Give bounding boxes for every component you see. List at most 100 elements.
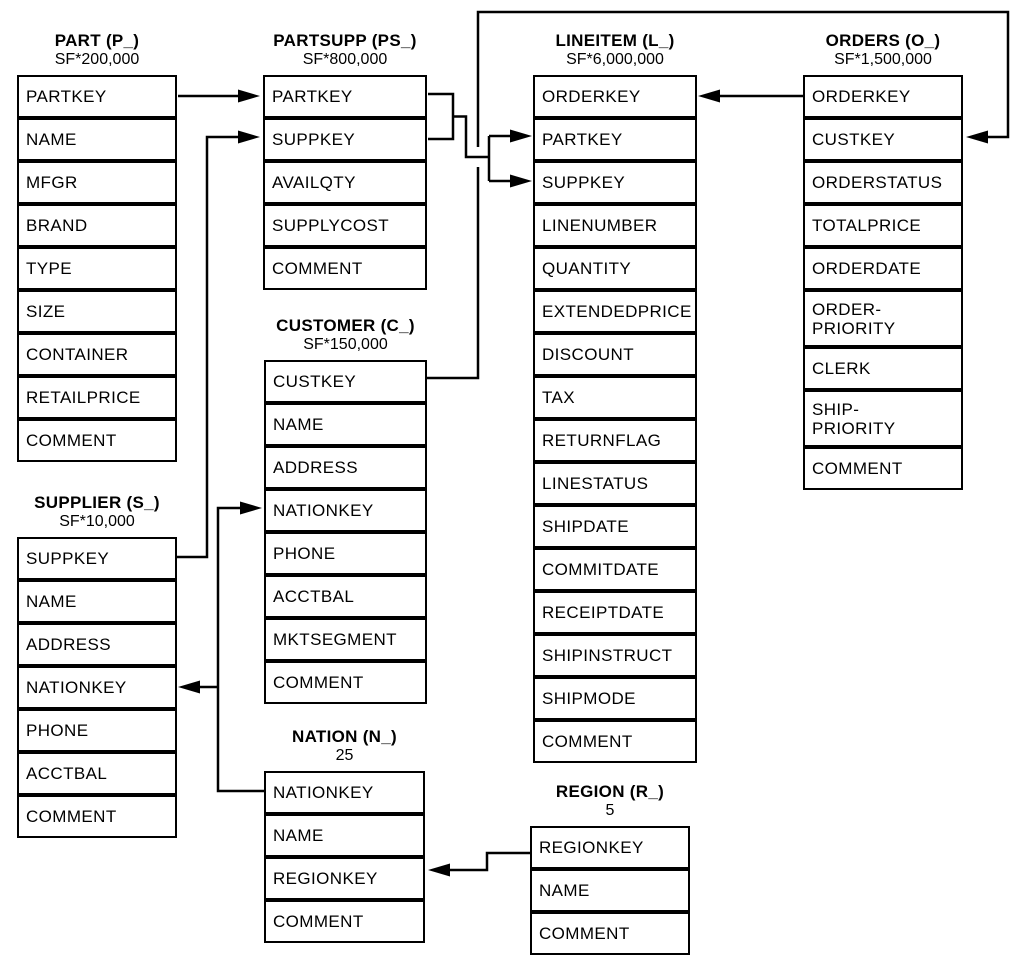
table-row: SHIPMODE <box>533 677 697 720</box>
connector-supplier-partsupp <box>177 130 260 559</box>
table-row: SUPPKEY <box>17 537 177 580</box>
column-label: ORDER- PRIORITY <box>812 299 896 338</box>
column-label: ADDRESS <box>273 458 358 477</box>
column-label: NATIONKEY <box>273 501 374 520</box>
arrowhead-icon <box>240 501 262 515</box>
column-label: COMMENT <box>273 673 364 692</box>
column-label: MFGR <box>26 173 78 192</box>
table-row: COMMENT <box>533 720 697 763</box>
column-label: COMMENT <box>26 431 117 450</box>
connector-part-partsupp <box>178 89 260 103</box>
column-label: PHONE <box>273 544 336 563</box>
table-row: ORDERDATE <box>803 247 963 290</box>
table-cardinality: 5 <box>605 802 615 819</box>
table-row: CONTAINER <box>17 333 177 376</box>
column-label: SUPPKEY <box>542 173 626 192</box>
column-label: PHONE <box>26 721 89 740</box>
arrowhead-icon <box>238 130 260 144</box>
table-row: LINESTATUS <box>533 462 697 505</box>
column-label: SUPPLYCOST <box>272 216 390 235</box>
table-row: COMMENT <box>803 447 963 490</box>
table-row: COMMENT <box>264 900 425 943</box>
column-label: SHIPINSTRUCT <box>542 646 673 665</box>
column-label: NAME <box>26 130 77 149</box>
column-label: ORDERKEY <box>812 87 911 106</box>
table-row: NATIONKEY <box>17 666 177 709</box>
table-cardinality: SF*10,000 <box>59 513 135 530</box>
table-row: COMMENT <box>17 795 177 838</box>
column-label: COMMENT <box>542 732 633 751</box>
column-label: PARTKEY <box>26 87 107 106</box>
connector-nation-supplier-customer <box>178 501 264 793</box>
arrowhead-icon <box>428 863 450 877</box>
column-label: REGIONKEY <box>539 838 644 857</box>
table-row: BRAND <box>17 204 177 247</box>
arrowhead-icon <box>966 130 988 144</box>
column-label: SHIP- PRIORITY <box>812 399 896 438</box>
table-row: CUSTKEY <box>264 360 427 403</box>
column-label: COMMENT <box>812 459 903 478</box>
connector-region-nation <box>428 851 530 877</box>
column-label: ACCTBAL <box>26 764 108 783</box>
connector-orders-lineitem <box>698 89 803 103</box>
column-label: CLERK <box>812 359 871 378</box>
column-label: NATIONKEY <box>26 678 127 697</box>
table-customer: CUSTOMER (C_) SF*150,000 CUSTKEY NAME ADDR… <box>264 316 427 704</box>
table-row: NAME <box>530 869 690 912</box>
connector-partsupp-lineitem <box>428 92 532 188</box>
table-row: ACCTBAL <box>264 575 427 618</box>
arrowhead-icon <box>698 89 720 103</box>
table-row: COMMITDATE <box>533 548 697 591</box>
table-row: ORDERKEY <box>533 75 697 118</box>
table-row: QUANTITY <box>533 247 697 290</box>
column-label: TOTALPRICE <box>812 216 922 235</box>
table-title: CUSTOMER (C_) <box>276 316 415 335</box>
table-row: COMMENT <box>17 419 177 462</box>
table-row: PARTKEY <box>263 75 427 118</box>
column-label: SIZE <box>26 302 66 321</box>
column-label: COMMENT <box>272 259 363 278</box>
column-label: SHIPMODE <box>542 689 636 708</box>
column-label: PARTKEY <box>542 130 623 149</box>
table-row: PARTKEY <box>533 118 697 161</box>
column-label: NAME <box>26 592 77 611</box>
table-title: PARTSUPP (PS_) <box>273 31 417 50</box>
column-label: ADDRESS <box>26 635 111 654</box>
column-label: ACCTBAL <box>273 587 355 606</box>
column-label: NAME <box>539 881 590 900</box>
table-title: REGION (R_) <box>555 782 665 801</box>
table-row: MKTSEGMENT <box>264 618 427 661</box>
column-label: NAME <box>273 415 324 434</box>
table-row: NAME <box>17 580 177 623</box>
table-row: PHONE <box>264 532 427 575</box>
column-label: REGIONKEY <box>273 869 378 888</box>
table-row: ADDRESS <box>17 623 177 666</box>
arrowhead-icon <box>178 680 200 694</box>
table-cardinality: SF*1,500,000 <box>834 51 932 68</box>
table-row: PARTKEY <box>17 75 177 118</box>
table-cardinality: SF*150,000 <box>303 336 388 353</box>
table-row: COMMENT <box>264 661 427 704</box>
table-row: SHIPDATE <box>533 505 697 548</box>
table-row: ORDERKEY <box>803 75 963 118</box>
table-rows: CUSTKEY NAME ADDRESS NATIONKEY PHONE ACCTBAL M… <box>264 360 427 704</box>
table-row: NAME <box>264 403 427 446</box>
table-rows: SUPPKEY NAME ADDRESS NATIONKEY PHONE ACCTBAL C… <box>17 537 177 838</box>
table-title: LINEITEM (L_) <box>555 31 675 50</box>
table-row: CUSTKEY <box>803 118 963 161</box>
column-label: RETURNFLAG <box>542 431 662 450</box>
arrowhead-icon <box>510 174 532 188</box>
table-row: TYPE <box>17 247 177 290</box>
arrowhead-icon <box>510 129 532 143</box>
